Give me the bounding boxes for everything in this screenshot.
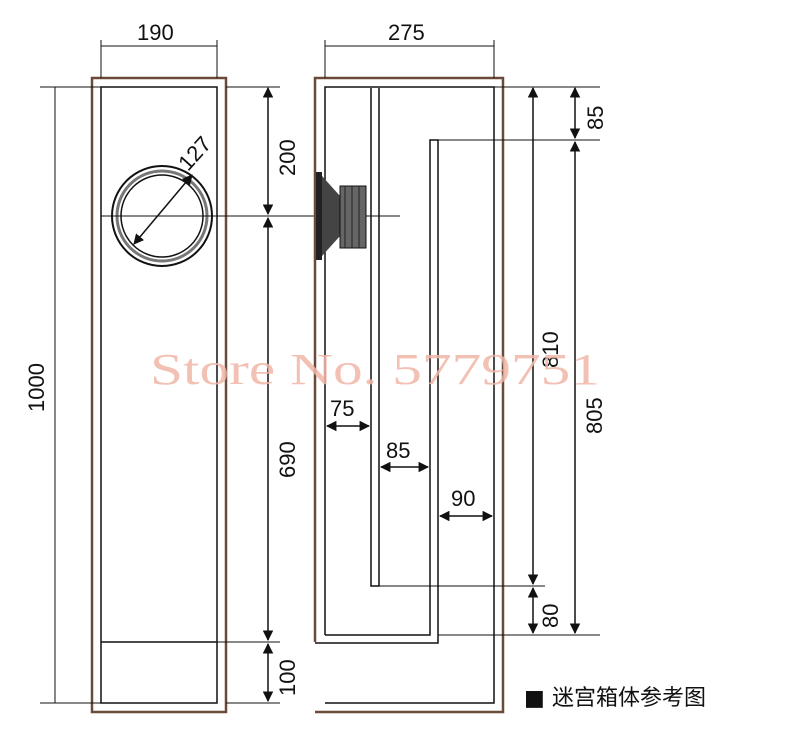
right-width-label: 275	[388, 20, 425, 45]
front-outer-panel	[90, 76, 228, 714]
baffle-2	[325, 139, 439, 644]
channel-1-label: 75	[330, 396, 354, 421]
side-inner-panel	[324, 86, 495, 704]
side-view: 275 75 85 90 85 810 805 80	[313, 20, 608, 714]
height-total-label: 1000	[24, 363, 49, 412]
channel-2-label: 85	[386, 438, 410, 463]
front-inner-panel	[100, 86, 218, 704]
port-diameter-arrow	[133, 174, 193, 245]
bottom-gap-label: 80	[538, 604, 563, 628]
caption-text: 迷宫箱体参考图	[552, 686, 706, 711]
inner-height-b-label: 805	[582, 397, 607, 434]
inner-height-a-label: 810	[538, 331, 563, 368]
left-width-label: 190	[137, 20, 174, 45]
middle-section-label: 690	[275, 441, 300, 478]
caption-bullet: ■	[524, 686, 545, 711]
side-outer-panel	[313, 76, 505, 714]
store-watermark: Store No. 5779751	[150, 345, 600, 394]
top-section-label: 200	[275, 139, 300, 176]
channel-3-label: 90	[451, 486, 475, 511]
caption: ■ 迷宫箱体参考图	[524, 686, 706, 711]
baffle-1	[370, 88, 380, 587]
bottom-section-label: 100	[275, 659, 300, 696]
driver-icon	[316, 172, 367, 260]
top-gap-label: 85	[583, 106, 608, 130]
